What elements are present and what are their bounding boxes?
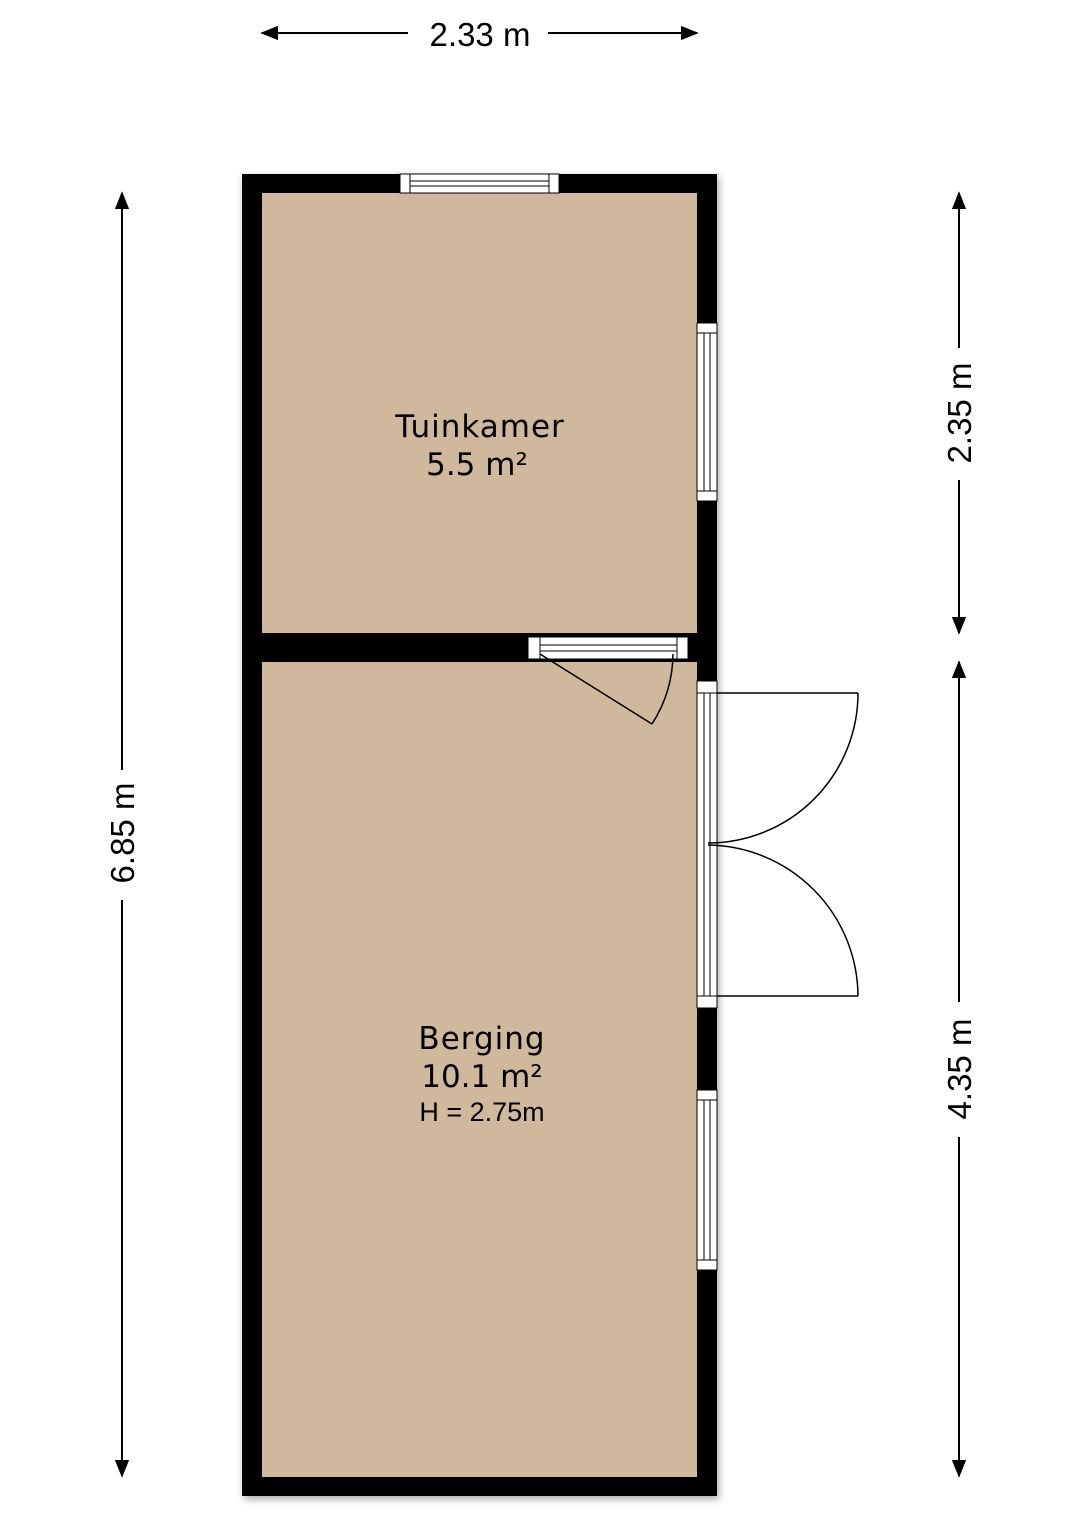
length-dimension-label: 6.85 m — [104, 783, 141, 884]
tuinkamer-side-window — [696, 322, 718, 502]
length-dimension: 6.85 m — [104, 191, 141, 1478]
berging-length-dimension: 4.35 m — [941, 660, 978, 1478]
width-dimension: 2.33 m — [260, 16, 699, 53]
berging-height: H = 2.75m — [419, 1097, 544, 1127]
width-dimension-label: 2.33 m — [430, 16, 531, 53]
tuinkamer-name: Tuinkamer — [394, 409, 565, 445]
building-structure — [242, 174, 717, 1496]
berging-name: Berging — [418, 1021, 545, 1057]
top-window — [399, 173, 560, 194]
tuinkamer-label: Tuinkamer 5.5 m² — [394, 409, 565, 483]
tuinkamer-length-label: 2.35 m — [941, 363, 978, 464]
berging-label: Berging 10.1 m² H = 2.75m — [418, 1021, 545, 1127]
berging-length-label: 4.35 m — [941, 1019, 978, 1120]
tuinkamer-length-dimension: 2.35 m — [941, 191, 978, 635]
berging-floor — [262, 662, 697, 1477]
tuinkamer-floor — [262, 193, 697, 633]
berging-side-window — [696, 1089, 718, 1271]
exterior-double-door — [696, 680, 859, 1009]
interior-door — [527, 636, 689, 725]
berging-area: 10.1 m² — [421, 1059, 543, 1095]
tuinkamer-area: 5.5 m² — [426, 447, 528, 483]
